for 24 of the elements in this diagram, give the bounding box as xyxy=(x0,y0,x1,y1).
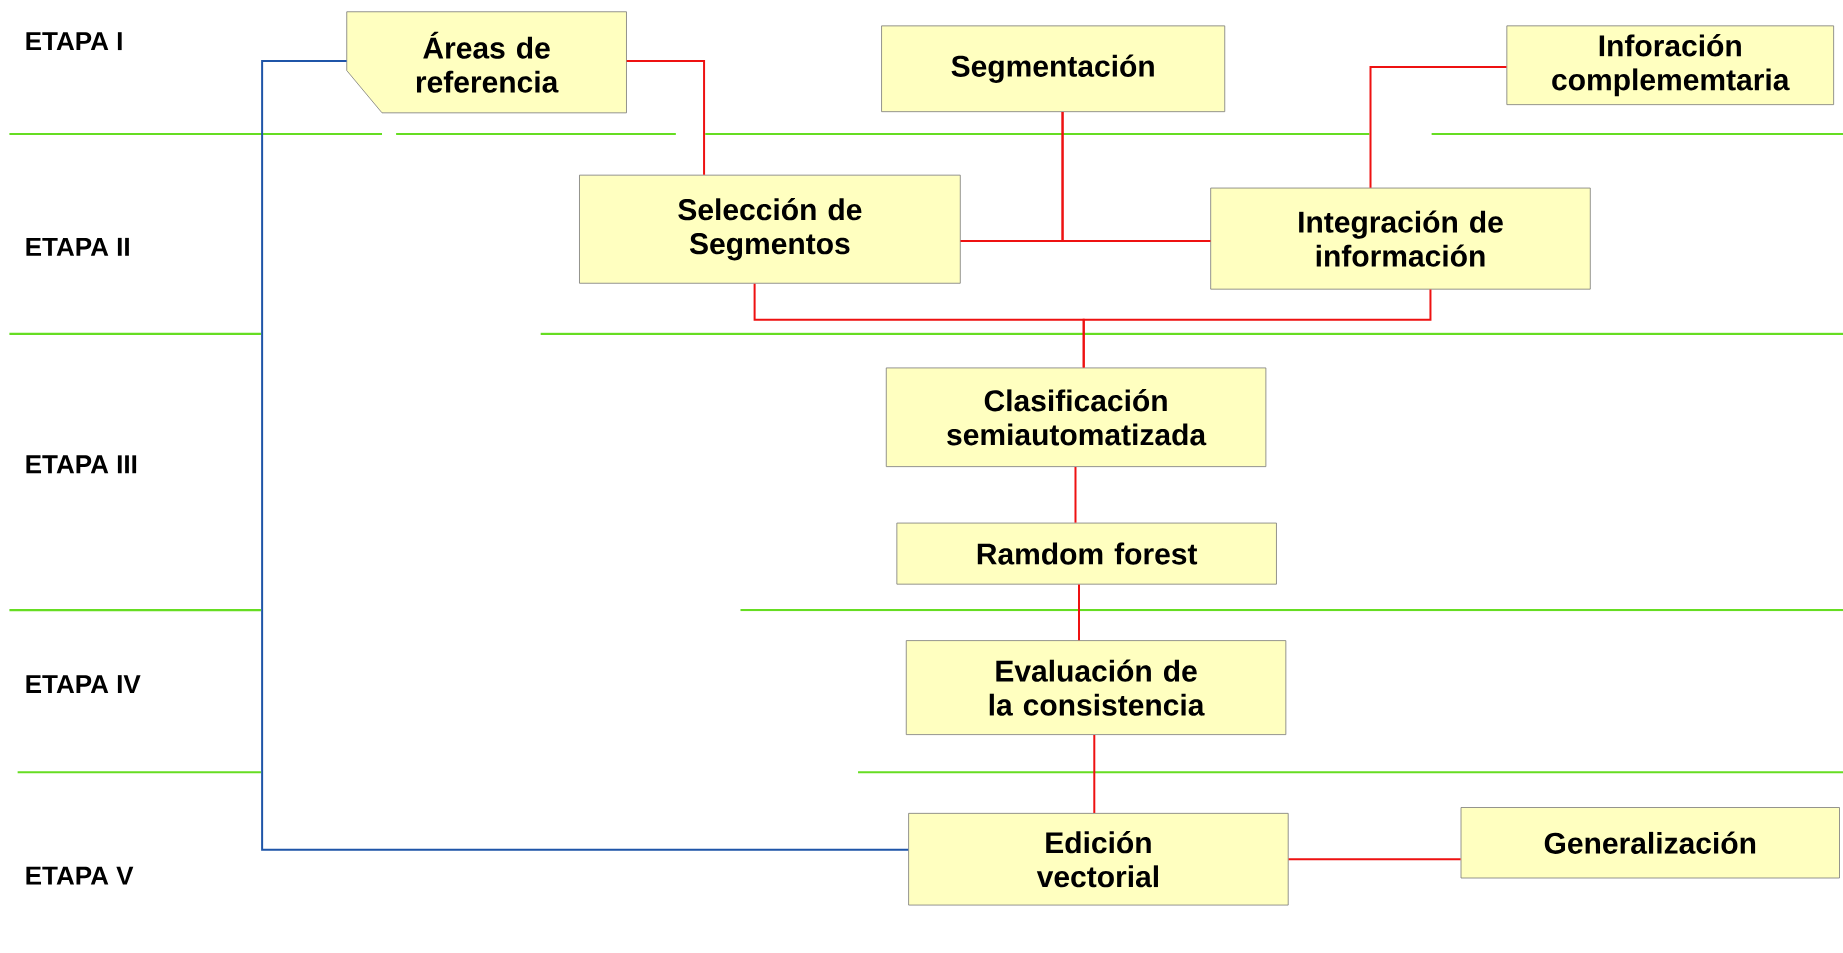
process-box: Ramdom forest xyxy=(896,522,1277,585)
connector-line xyxy=(1369,65,1508,189)
process-box: Edición vectorial xyxy=(908,812,1289,906)
process-box: Clasificación semiautomatizada xyxy=(885,367,1267,467)
connector-line xyxy=(1078,583,1080,642)
process-box: Áreas de referencia xyxy=(346,11,627,114)
connector-line xyxy=(625,60,706,176)
connector-line xyxy=(1082,288,1432,369)
stage-label: ETAPA V xyxy=(26,866,134,885)
process-box: Integración de información xyxy=(1210,187,1591,290)
process-box: Inforación complememtaria xyxy=(1506,25,1835,105)
stage-label: ETAPA III xyxy=(26,455,137,474)
process-box: Evaluación de la consistencia xyxy=(905,640,1287,735)
process-box: Selección de Segmentos xyxy=(579,174,961,284)
connector-line xyxy=(1061,110,1212,242)
stage-label: ETAPA I xyxy=(26,32,122,50)
stage-label: ETAPA II xyxy=(26,237,129,256)
connector-line xyxy=(1287,858,1462,861)
connector-line xyxy=(1093,733,1096,814)
connector-line xyxy=(261,60,910,851)
process-box: Segmentación xyxy=(881,25,1226,112)
process-box: Generalización xyxy=(1460,807,1840,879)
connector-line xyxy=(1074,465,1077,524)
stage-label: ETAPA IV xyxy=(26,675,141,693)
